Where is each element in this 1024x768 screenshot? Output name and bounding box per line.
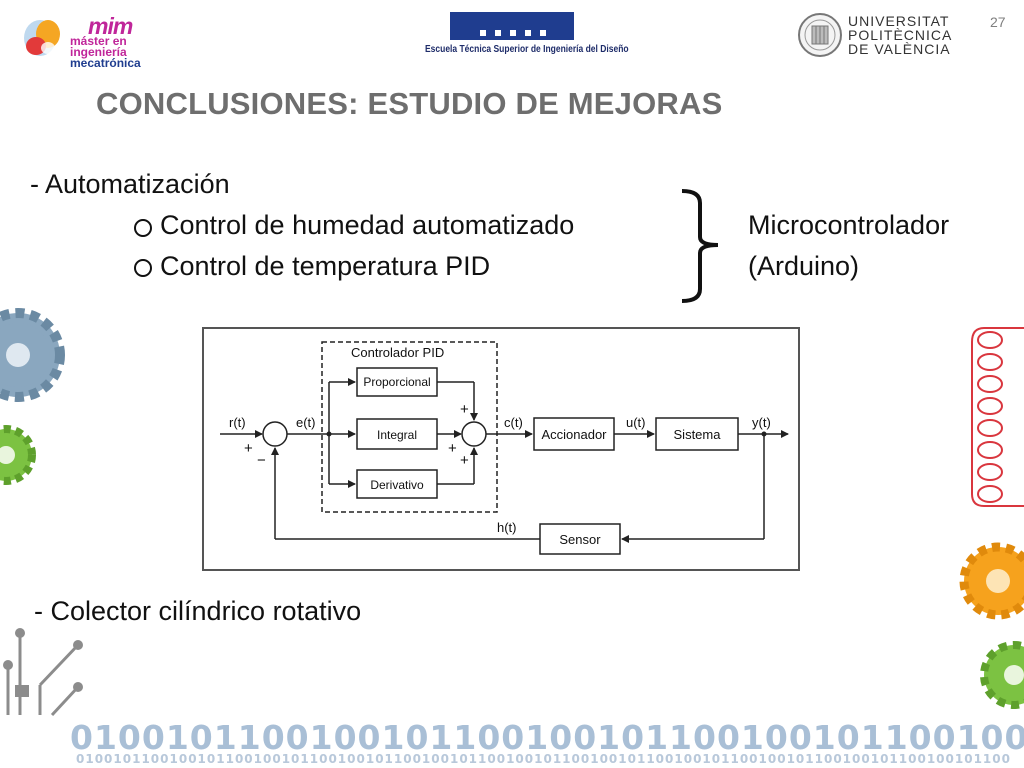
binary-footer-large: 0100101100100101100100101100100101100100 bbox=[70, 718, 1024, 757]
block-integral: Integral bbox=[377, 428, 417, 442]
pid-block-diagram: Controlador PID Proporcional Integral De… bbox=[202, 327, 800, 571]
school-logo-mark bbox=[450, 12, 574, 40]
university-seal-icon bbox=[798, 13, 842, 57]
signal-r: r(t) bbox=[229, 415, 246, 430]
gear-decoration-left bbox=[0, 308, 65, 485]
bracket-label-arduino: (Arduino) bbox=[748, 251, 860, 281]
controller-group-label: Controlador PID bbox=[351, 345, 444, 360]
block-proporcional: Proporcional bbox=[363, 375, 430, 389]
branch-point bbox=[326, 431, 332, 437]
mim-logo-word: mim bbox=[88, 13, 133, 39]
sub-bullet-circle-icon bbox=[134, 259, 152, 277]
sign-plus-d: + bbox=[460, 452, 469, 469]
mim-logo-line1: máster en bbox=[70, 34, 127, 48]
mim-logo-mark bbox=[24, 20, 60, 56]
sign-plus-input: + bbox=[244, 440, 253, 457]
school-logo bbox=[450, 12, 574, 40]
slide-title: CONCLUSIONES: ESTUDIO DE MEJORAS bbox=[96, 86, 723, 121]
sign-plus-i: + bbox=[448, 440, 457, 457]
sub-bullet-circle-icon bbox=[134, 219, 152, 237]
pid-diagram-canvas: Controlador PID Proporcional Integral De… bbox=[220, 341, 789, 555]
signal-h: h(t) bbox=[497, 520, 517, 535]
bullet-automatizacion: - Automatización bbox=[30, 169, 230, 199]
university-name: UNIVERSITAT POLITÈCNICA DE VALÈNCIA bbox=[848, 14, 952, 56]
block-sistema: Sistema bbox=[674, 427, 722, 442]
bullet-colector: - Colector cilíndrico rotativo bbox=[34, 596, 362, 626]
signal-u: u(t) bbox=[626, 415, 646, 430]
signal-y: y(t) bbox=[752, 415, 771, 430]
coil-spring-icon bbox=[971, 327, 1024, 507]
branch-point bbox=[761, 431, 767, 437]
curly-brace-icon bbox=[681, 189, 719, 303]
orange-gear-icon bbox=[959, 542, 1024, 620]
binary-footer-small: 0100101100100101100100101100100101100100… bbox=[76, 752, 1011, 766]
sub-bullet-humedad: Control de humedad automatizado bbox=[160, 210, 575, 240]
mim-logo-line2: ingeniería bbox=[70, 45, 127, 59]
university-name-line2: POLITÈCNICA bbox=[848, 27, 953, 43]
block-sensor: Sensor bbox=[559, 532, 601, 547]
slide-number: 27 bbox=[990, 14, 1006, 30]
signal-e: e(t) bbox=[296, 415, 316, 430]
block-accionador: Accionador bbox=[541, 427, 607, 442]
green-gear-icon bbox=[0, 425, 36, 485]
mim-logo: mim máster en ingeniería mecatrónica bbox=[18, 8, 143, 70]
university-name-line3: DE VALÈNCIA bbox=[848, 41, 951, 57]
blue-gear-icon bbox=[0, 308, 65, 402]
sub-bullet-temperatura: Control de temperatura PID bbox=[160, 251, 491, 281]
block-derivativo: Derivativo bbox=[370, 478, 424, 492]
gear-decoration-right bbox=[959, 542, 1024, 709]
university-name-line1: UNIVERSITAT bbox=[848, 13, 950, 29]
signal-c: c(t) bbox=[504, 415, 523, 430]
sign-minus-feedback: − bbox=[257, 452, 266, 469]
circuit-traces-icon bbox=[3, 628, 83, 717]
mim-logo-line3: mecatrónica bbox=[70, 56, 141, 70]
school-name: Escuela Técnica Superior de Ingeniería d… bbox=[425, 44, 629, 55]
bracket-label-microcontrolador: Microcontrolador bbox=[748, 210, 950, 240]
green-gear-icon bbox=[980, 641, 1024, 709]
sign-plus-p: + bbox=[460, 401, 469, 418]
